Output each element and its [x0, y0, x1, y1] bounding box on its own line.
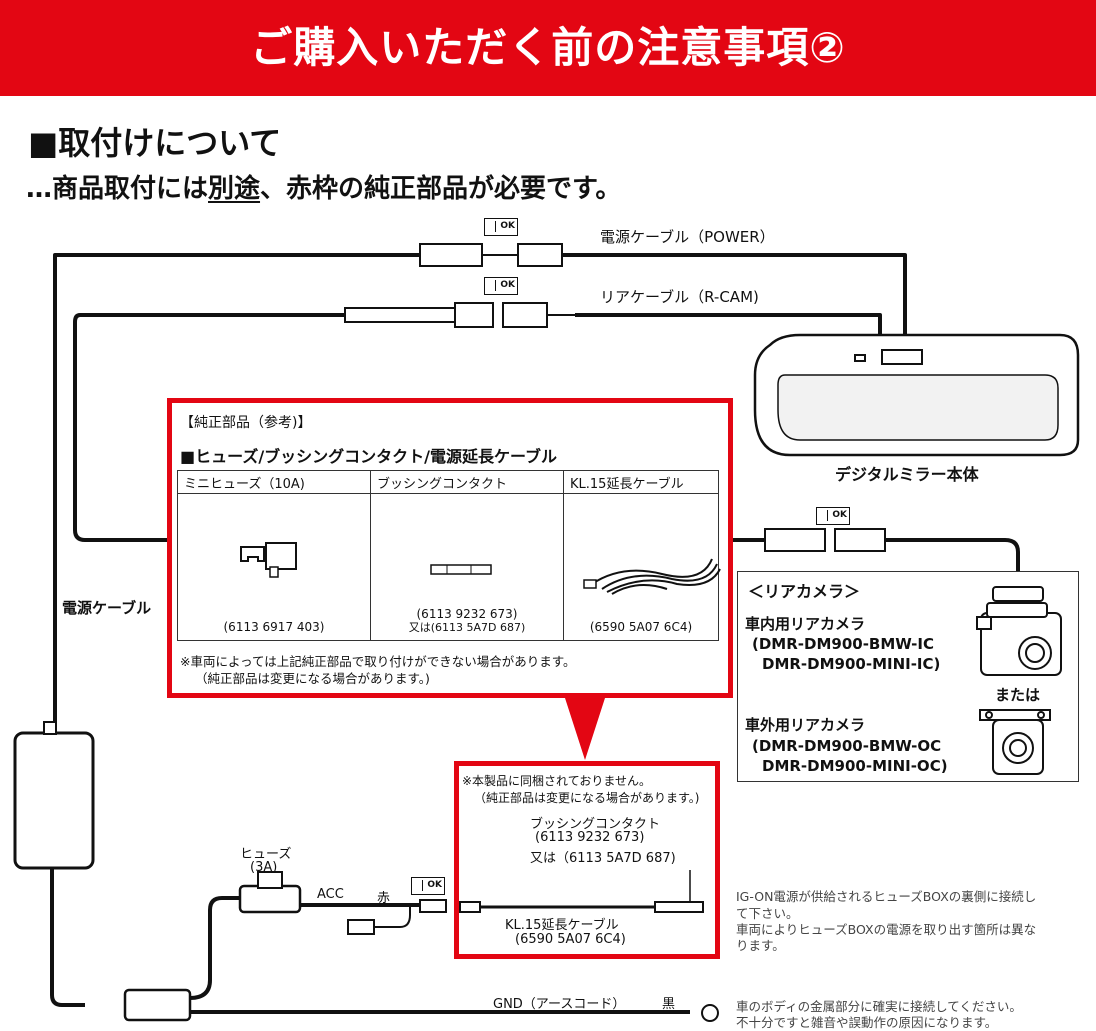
camera-cable-line-2: [885, 538, 1020, 588]
mirror-label: デジタルミラー本体: [835, 465, 979, 484]
body-ground-note-2: 不十分ですと雑音や誤動作の原因になります。: [736, 1015, 998, 1030]
bushing-alt-part-number: 又は（6113 5A7D 687): [530, 851, 676, 866]
cell-bushing: (6113 9232 673) 又は(6113 5A7D 687): [370, 493, 564, 641]
power-unit-cable: [50, 868, 85, 1007]
acc-connector: [419, 899, 447, 913]
fuse-holder: [238, 884, 302, 914]
acc-label: ACC: [317, 887, 344, 902]
not-included-note2: （純正部品は変更になる場合があります。): [474, 791, 700, 805]
ok-mark-rear: OK: [484, 277, 518, 295]
ig-on-note-4: ります。: [736, 938, 785, 953]
camera-connector-right: [834, 528, 886, 552]
ok-mark-acc: OK: [411, 877, 445, 895]
camera-connector-left: [764, 528, 826, 552]
banner-title: ご購入いただく前の注意事項②: [250, 23, 846, 72]
rear-connector-right: [502, 302, 548, 328]
power-connector-right: [517, 243, 563, 267]
ground-connector: [123, 988, 192, 1022]
genuine-parts-note1: ※車両によっては上記純正部品で取り付けができない場合があります。: [180, 654, 576, 669]
rear-connector-mid: [454, 302, 494, 328]
acc-small-connector: [347, 919, 375, 935]
mini-fuse-number: (6113 6917 403): [223, 620, 325, 634]
outer-rear-camera-icon: [979, 709, 1051, 775]
ig-on-note-1: IG-ON電源が供給されるヒューズBOXの裏側に接続し: [736, 889, 1037, 904]
col-kl15-cable: KL.15延長ケーブル: [563, 470, 719, 494]
fuse-amp-label: (3A): [250, 860, 278, 875]
outer-camera-label: 車外用リアカメラ: [745, 716, 866, 734]
bushing-alt-number: 又は(6113 5A7D 687): [408, 621, 526, 634]
ground-terminal: [701, 1004, 719, 1022]
inner-camera-model-1: (DMR-DM900-BMW-IC: [752, 635, 934, 653]
kl15-wiring-icon: [459, 870, 704, 913]
ok-mark-camera: OK: [816, 507, 850, 525]
rear-cable-line: [73, 313, 345, 542]
kl15-cable-number: (6590 5A07 6C4): [589, 620, 693, 634]
fuse-label: ヒューズ: [240, 847, 292, 862]
rear-connector-left: [344, 307, 456, 323]
kl15-cable-icon: [583, 558, 721, 595]
title-banner: [0, 0, 1096, 96]
inner-camera-label: 車内用リアカメラ: [745, 615, 866, 633]
sub-suffix: 、赤枠の純正部品が必要です。: [260, 174, 622, 204]
body-ground-note-1: 車のボディの金属部分に確実に接続してください。: [736, 999, 1022, 1014]
kl15-cable-name: KL.15延長ケーブル: [505, 918, 619, 933]
power-cable-line-right: [560, 253, 907, 340]
section-subheading: …商品取付には別途、赤枠の純正部品が必要です。: [26, 168, 621, 205]
digital-mirror-screen: [777, 374, 1059, 441]
red-arrow-icon: [565, 698, 605, 760]
power-connector-left: [419, 243, 483, 267]
bushing-name: ブッシングコンタクト: [530, 817, 661, 832]
red-wire-label: 赤: [377, 891, 391, 906]
inner-rear-camera-icon: [976, 586, 1062, 676]
cell-mini-fuse: (6113 6917 403): [177, 493, 371, 641]
genuine-parts-header: 【純正部品（参考)】: [180, 415, 312, 431]
outer-camera-model-1: (DMR-DM900-BMW-OC: [752, 737, 942, 755]
kl15-cable-part-number: (6590 5A07 6C4): [515, 932, 626, 947]
ig-on-note-3: 車両によりヒューズBOXの電源を取り出す箇所は異な: [736, 922, 1037, 937]
outer-camera-model-2: DMR-DM900-MINI-OC): [762, 757, 948, 775]
power-cable-left-label: 電源ケーブル: [62, 599, 152, 617]
bushing-contact-icon: [430, 564, 492, 575]
genuine-parts-subtitle: ■ヒューズ/ブッシングコンタクト/電源延長ケーブル: [180, 447, 558, 466]
col-bushing: ブッシングコンタクト: [370, 470, 564, 494]
mini-fuse-icon: [240, 542, 297, 578]
not-included-box: [454, 761, 720, 959]
bushing-part-number: (6113 9232 673): [535, 830, 645, 845]
genuine-parts-note2: （純正部品は変更になる場合があります。): [195, 671, 430, 686]
genuine-parts-table: ミニヒューズ（10A) ブッシングコンタクト KL.15延長ケーブル (6113…: [177, 470, 721, 641]
cell-kl15-cable: (6590 5A07 6C4): [563, 493, 721, 641]
fuse-cable: [189, 896, 240, 1000]
power-unit: [13, 731, 95, 870]
section-heading: ■取付けについて: [28, 124, 282, 162]
power-cable-label: 電源ケーブル（POWER）: [600, 228, 775, 246]
gnd-label: GND（アースコード）: [493, 997, 626, 1012]
ok-mark-power: OK: [484, 218, 518, 236]
sub-underlined: 別途: [208, 174, 261, 204]
rear-camera-title: ＜リアカメラ＞: [748, 582, 861, 601]
bushing-number: (6113 9232 673): [416, 607, 518, 621]
or-label: または: [995, 686, 1041, 704]
col-mini-fuse: ミニヒューズ（10A): [177, 470, 371, 494]
inner-camera-model-2: DMR-DM900-MINI-IC): [762, 655, 941, 673]
not-included-note1: ※本製品に同梱されておりません。: [462, 774, 651, 788]
black-wire-label: 黒: [662, 997, 676, 1012]
ig-on-note-2: て下さい。: [736, 906, 799, 921]
power-cable-line: [53, 253, 420, 730]
rear-cable-line-right: [575, 313, 882, 340]
rear-cable-label: リアケーブル（R-CAM): [600, 288, 759, 306]
sub-prefix: …商品取付には: [26, 174, 209, 204]
